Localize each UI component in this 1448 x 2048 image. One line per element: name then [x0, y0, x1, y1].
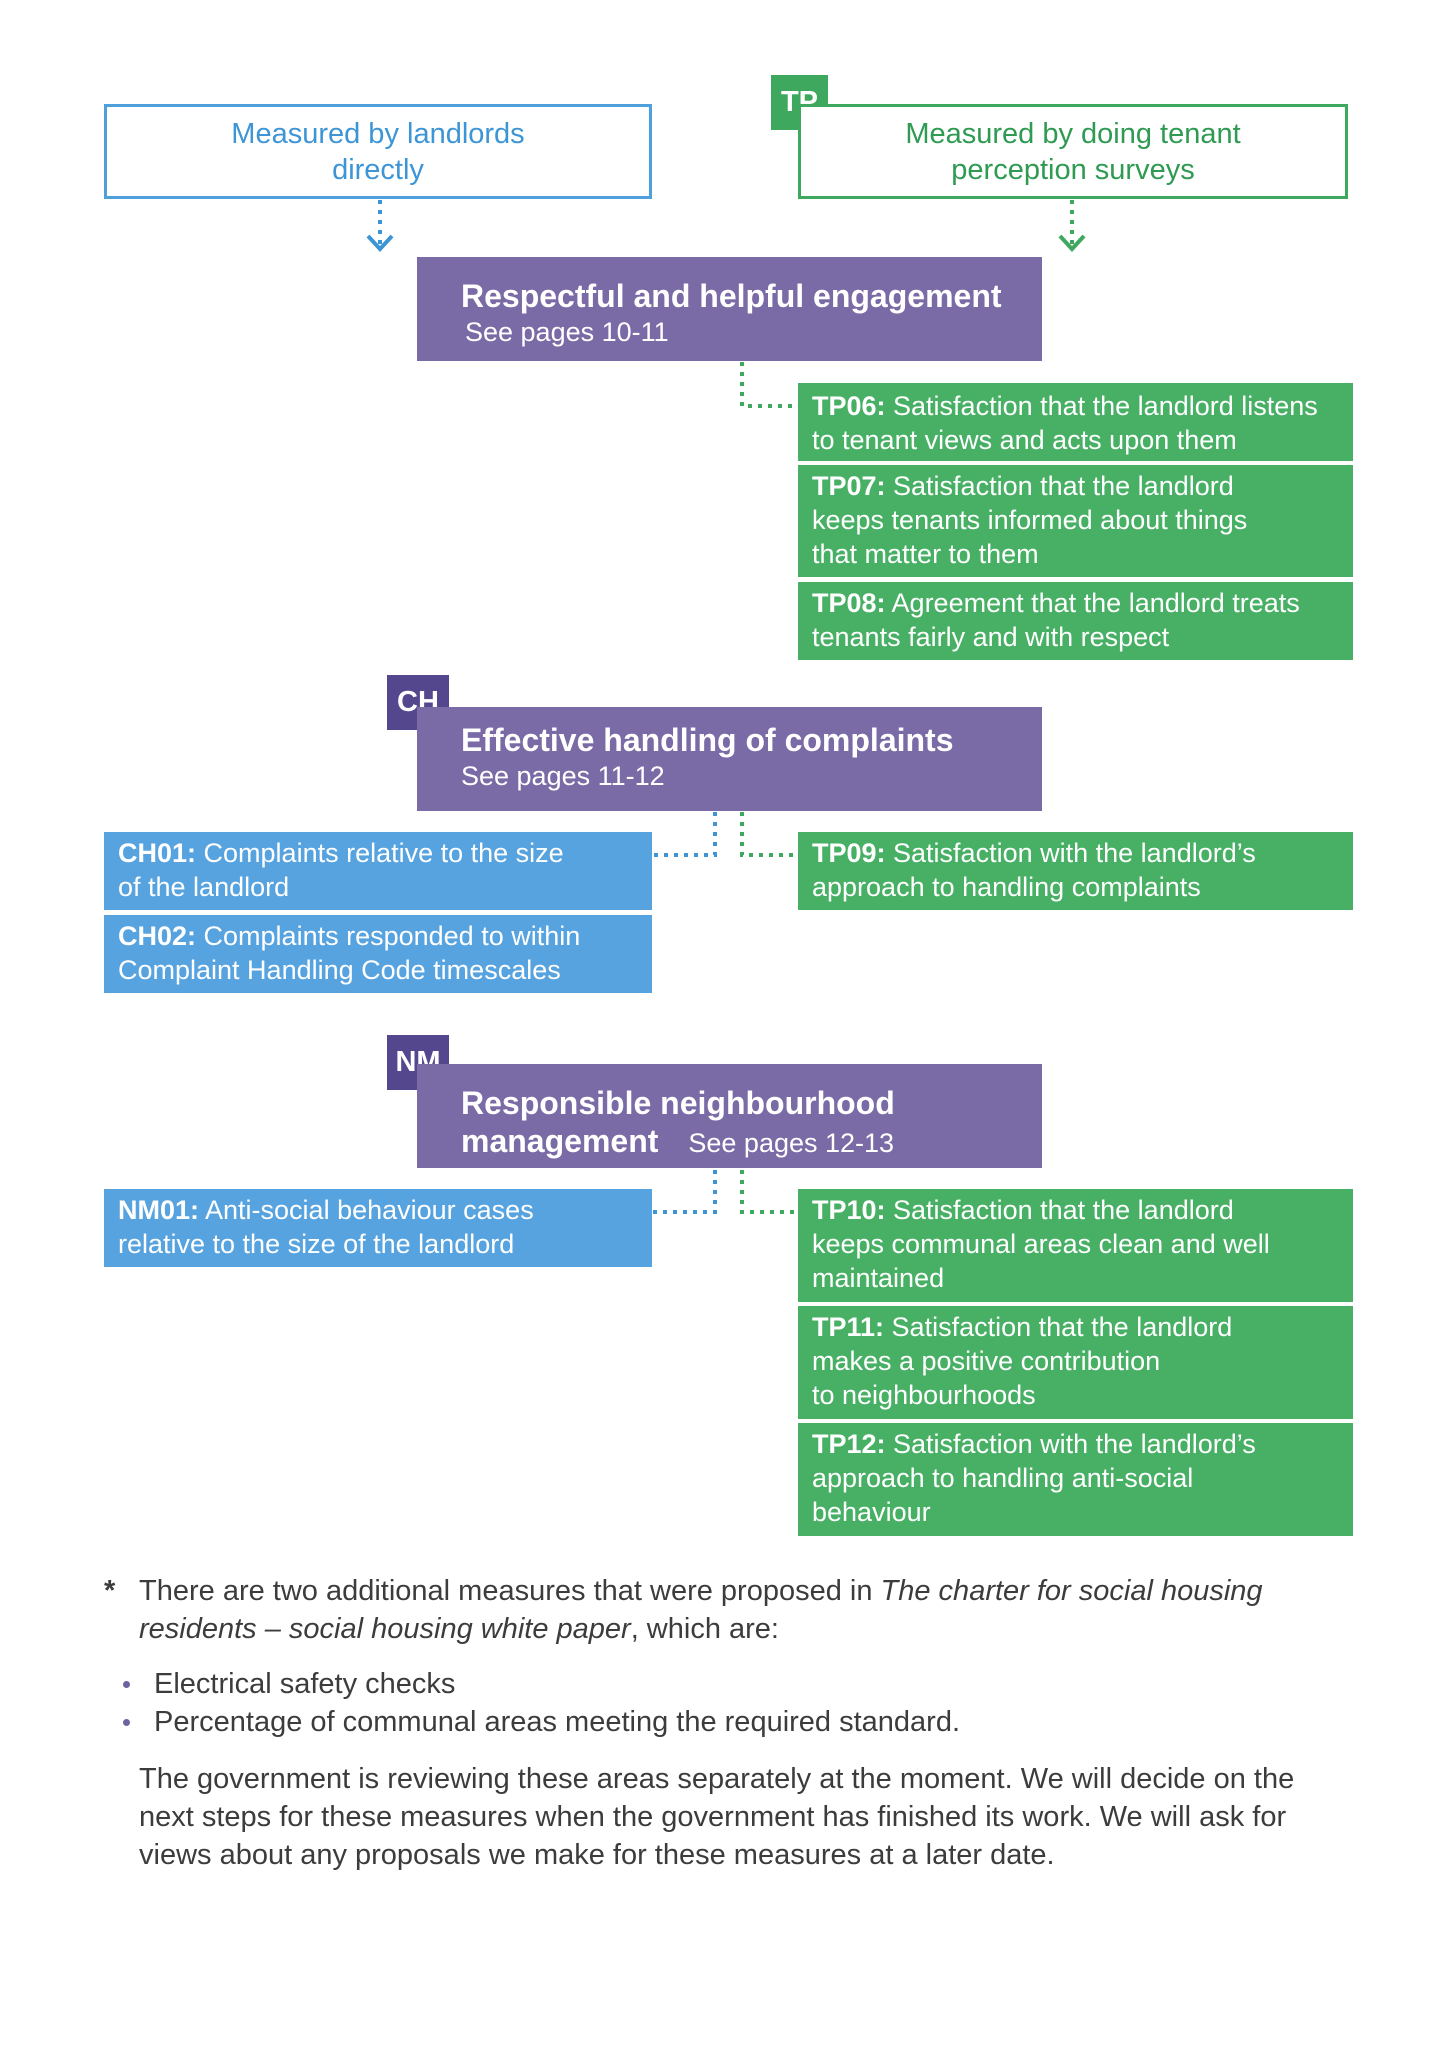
measure-ch01-line2: of the landlord [118, 872, 290, 902]
complaints-blue-connector [652, 812, 717, 857]
measure-tp07-line1: Satisfaction that the landlord [885, 471, 1234, 501]
footnote-intro-b: , which are: [630, 1613, 779, 1645]
measure-ch01: CH01: Complaints relative to the size of… [104, 832, 652, 910]
footnote-asterisk: * [104, 1575, 116, 1607]
measure-tp09-code: TP09: [812, 838, 886, 868]
measure-tp11-line2: makes a positive contribution [812, 1346, 1161, 1376]
measure-tp08-line2: tenants fairly and with respect [812, 622, 1170, 652]
measure-nm01-line2: relative to the size of the landlord [118, 1229, 515, 1259]
measure-tp10-line2: keeps communal areas clean and well [812, 1229, 1270, 1259]
bullet-text-2: Percentage of communal areas meeting the… [154, 1706, 961, 1738]
neighbourhood-blue-connector [652, 1170, 717, 1214]
measure-tp11-line1: Satisfaction that the landlord [884, 1312, 1233, 1342]
footnote-para-line1: The government is reviewing these areas … [139, 1763, 1295, 1795]
measure-tp10: TP10: Satisfaction that the landlord kee… [798, 1189, 1353, 1302]
theme-engagement-pages: See pages 10-11 [465, 317, 669, 347]
measure-ch02: CH02: Complaints responded to within Com… [104, 915, 652, 993]
legend-landlords-line1: Measured by landlords [231, 117, 525, 150]
measure-tp06-code: TP06: [812, 391, 886, 421]
measure-tp07-line3: that matter to them [812, 539, 1039, 569]
footnote-bullets: Electrical safety checks Percentage of c… [108, 1665, 960, 1741]
complaints-green-connector [740, 812, 798, 857]
measure-ch02-code: CH02: [118, 921, 197, 951]
measure-tp07: TP07: Satisfaction that the landlord kee… [798, 465, 1353, 577]
measure-tp07-code: TP07: [812, 471, 886, 501]
measure-ch01-line1: Complaints relative to the size [196, 838, 564, 868]
measure-tp10-line3: maintained [812, 1263, 945, 1293]
measure-nm01-line1: Anti-social behaviour cases [199, 1195, 534, 1225]
measure-tp12-line1: Satisfaction with the landlord’s [885, 1429, 1256, 1459]
legend-landlords-line2: directly [332, 153, 424, 186]
neighbourhood-green-connector [740, 1170, 798, 1214]
bullet-icon [123, 1719, 130, 1726]
measure-tp08-line1: Agreement that the landlord treats [885, 588, 1300, 618]
theme-neighbourhood-title-line2: management [461, 1123, 659, 1159]
footnote-paragraph: The government is reviewing these areas … [139, 1760, 1389, 1874]
legend-tenant-line1: Measured by doing tenant [905, 117, 1241, 150]
engagement-connector [740, 362, 798, 408]
measure-tp09-line1: Satisfaction with the landlord’s [885, 838, 1256, 868]
measure-tp07-line2: keeps tenants informed about things [812, 505, 1248, 535]
theme-engagement-title: Respectful and helpful engagement [461, 278, 1002, 314]
footnote-para-line2: next steps for these measures when the g… [139, 1801, 1287, 1833]
measure-tp09-line2: approach to handling complaints [812, 872, 1201, 902]
legend-tenant-line2: perception surveys [951, 153, 1195, 186]
theme-neighbourhood: Responsible neighbourhood management See … [417, 1064, 1042, 1168]
measure-tp10-code: TP10: [812, 1195, 886, 1225]
measure-tp06-line2: to tenant views and acts upon them [812, 425, 1237, 455]
footnote-intro: There are two additional measures that w… [139, 1572, 1369, 1648]
measure-nm01-code: NM01: [118, 1195, 200, 1225]
theme-complaints-title: Effective handling of complaints [461, 722, 954, 758]
bullet-text-1: Electrical safety checks [154, 1668, 456, 1700]
footnote-para-line3: views about any proposals we make for th… [139, 1839, 1055, 1871]
measure-ch02-line2: Complaint Handling Code timescales [118, 955, 561, 985]
footnote-intro-a: There are two additional measures that w… [139, 1575, 881, 1607]
measure-tp08: TP08: Agreement that the landlord treats… [798, 582, 1353, 660]
legend-landlords-box: Measured by landlords directly [104, 104, 652, 199]
measure-tp12-code: TP12: [812, 1429, 886, 1459]
theme-complaints: Effective handling of complaints See pag… [417, 707, 1042, 811]
measure-nm01: NM01: Anti-social behaviour cases relati… [104, 1189, 652, 1267]
theme-neighbourhood-pages: See pages 12-13 [688, 1128, 895, 1158]
measure-tp11: TP11: Satisfaction that the landlord mak… [798, 1306, 1353, 1419]
measure-tp11-code: TP11: [812, 1312, 885, 1342]
measure-tp06-line1: Satisfaction that the landlord listens [885, 391, 1318, 421]
measure-tp09: TP09: Satisfaction with the landlord’s a… [798, 832, 1353, 910]
bullet-icon [123, 1681, 130, 1688]
measure-tp12-line3: behaviour [812, 1497, 931, 1527]
measure-tp10-line1: Satisfaction that the landlord [885, 1195, 1234, 1225]
measure-tp12: TP12: Satisfaction with the landlord’s a… [798, 1423, 1353, 1536]
measure-tp12-line2: approach to handling anti-social [812, 1463, 1194, 1493]
theme-engagement: Respectful and helpful engagement See pa… [417, 257, 1042, 361]
measure-tp11-line3: to neighbourhoods [812, 1380, 1036, 1410]
measure-ch01-code: CH01: [118, 838, 197, 868]
theme-neighbourhood-title-line1: Responsible neighbourhood [461, 1085, 895, 1121]
measure-tp06: TP06: Satisfaction that the landlord lis… [798, 383, 1353, 461]
list-item: Electrical safety checks [108, 1665, 960, 1703]
legend-tenant-box: Measured by doing tenant perception surv… [798, 104, 1348, 199]
measure-ch02-line1: Complaints responded to within [196, 921, 581, 951]
list-item: Percentage of communal areas meeting the… [108, 1703, 960, 1741]
measure-tp08-code: TP08: [812, 588, 886, 618]
footnote-title-a: The charter for social housing [880, 1575, 1263, 1607]
tenant-arrow [1058, 200, 1086, 252]
footnote-title-b: residents – social housing white paper [139, 1613, 631, 1645]
landlords-arrow [366, 200, 394, 252]
theme-complaints-pages: See pages 11-12 [461, 761, 665, 791]
